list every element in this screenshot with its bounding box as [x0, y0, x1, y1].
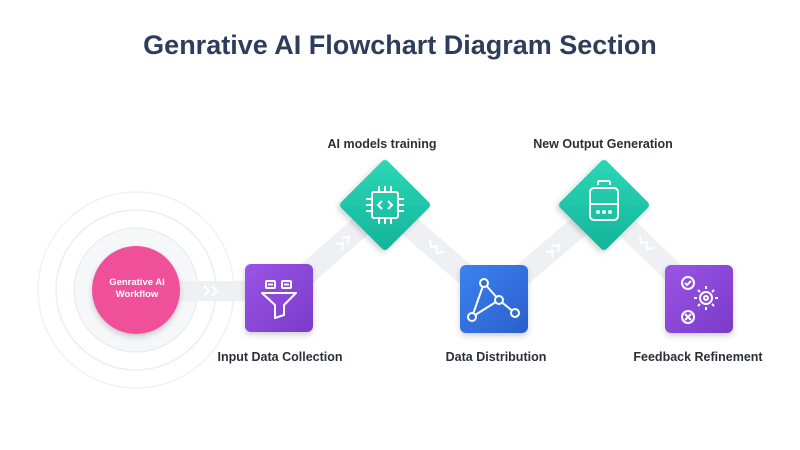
label-feedback-refinement: Feedback Refinement — [633, 350, 763, 364]
connector-chevrons — [335, 235, 655, 259]
chip-icon — [366, 186, 404, 224]
center-circle — [92, 246, 180, 334]
page-title: Genrative AI Flowchart Diagram Section — [143, 30, 657, 60]
node-new-output-generation — [558, 159, 650, 251]
network-graph-icon — [467, 278, 520, 322]
label-new-output-generation: New Output Generation — [533, 137, 673, 151]
node-ai-models-training — [339, 159, 431, 251]
funnel-icon — [261, 280, 297, 319]
connector-start — [175, 281, 255, 301]
robot-icon — [589, 180, 619, 221]
label-input-data-collection: Input Data Collection — [217, 350, 343, 364]
node-input-data-collection — [245, 264, 313, 332]
label-ai-models-training: AI models training — [327, 137, 437, 151]
node-data-distribution — [460, 265, 528, 333]
node-feedback-refinement — [665, 265, 733, 333]
gear-check-icon — [681, 276, 718, 324]
label-data-distribution: Data Distribution — [445, 350, 547, 364]
